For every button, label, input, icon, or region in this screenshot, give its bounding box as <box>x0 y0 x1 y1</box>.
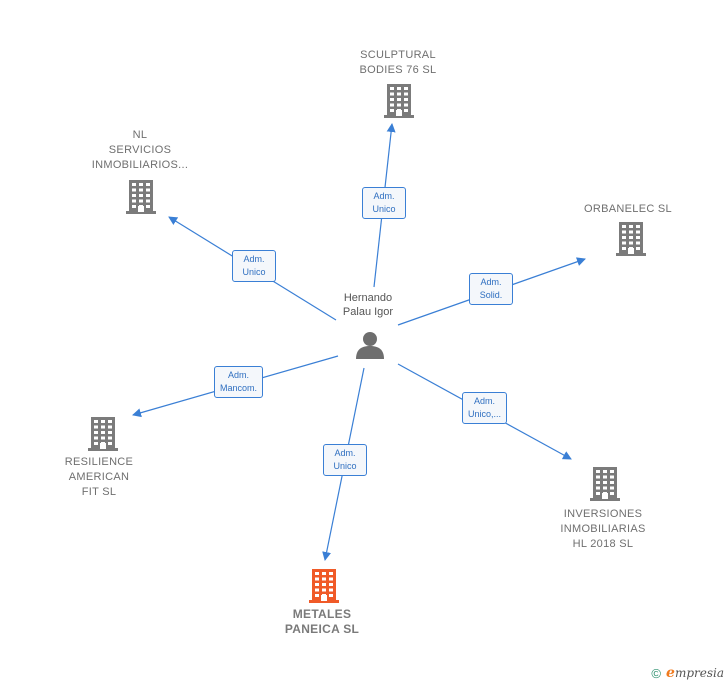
building-icon[interactable] <box>88 417 118 456</box>
relation-label-line: Adm. <box>228 370 250 380</box>
relation-label-line: Unico <box>372 204 396 214</box>
company-label-line: AMERICAN <box>68 471 130 483</box>
building-icon[interactable] <box>384 84 414 123</box>
company-label-line: METALES <box>292 607 352 621</box>
copyright-symbol: © <box>651 665 662 681</box>
relation-label-nl[interactable]: Adm. Unico <box>232 250 276 282</box>
company-label-line: ORBANELEC SL <box>584 203 672 215</box>
building-icon[interactable] <box>590 467 620 506</box>
relation-label-line: Unico <box>333 461 357 471</box>
relation-label-line: Adm. <box>474 396 496 406</box>
person-name[interactable]: Hernando Palau Igor <box>318 291 418 319</box>
building-icon[interactable] <box>126 180 156 219</box>
company-label-line: HL 2018 SL <box>572 538 634 550</box>
company-label-nl[interactable]: NL SERVICIOS INMOBILIARIOS... <box>65 128 215 173</box>
relation-label-resilience[interactable]: Adm. Mancom. <box>214 366 264 398</box>
company-label-orbanelec[interactable]: ORBANELEC SL <box>553 202 703 217</box>
company-label-line: FIT SL <box>81 486 117 498</box>
empresia-logo: empresia <box>666 665 724 681</box>
relation-label-line: Solid. <box>479 290 503 300</box>
footer-brand: © empresia <box>651 665 724 681</box>
building-icon[interactable] <box>616 222 646 261</box>
relation-label-sculptural[interactable]: Adm. Unico <box>362 187 406 219</box>
person-name-line: Palau Igor <box>342 306 394 318</box>
company-label-line: RESILIENCE <box>64 456 134 468</box>
company-label-line: BODIES 76 SL <box>359 64 437 76</box>
company-label-line: INMOBILIARIOS... <box>91 159 189 171</box>
relation-label-line: Adm. <box>373 191 395 201</box>
company-label-line: SERVICIOS <box>108 144 172 156</box>
company-label-line: NL <box>132 129 148 141</box>
relation-label-line: Adm. <box>480 277 502 287</box>
relation-label-line: Adm. <box>334 448 356 458</box>
relation-label-line: Adm. <box>243 254 265 264</box>
company-label-resilience[interactable]: RESILIENCE AMERICAN FIT SL <box>24 455 174 500</box>
relation-label-inversiones[interactable]: Adm. Unico,... <box>462 392 508 424</box>
relation-label-line: Mancom. <box>220 383 258 393</box>
relation-label-orbanelec[interactable]: Adm. Solid. <box>469 273 513 305</box>
company-label-line: PANEICA SL <box>284 622 360 636</box>
company-label-line: INVERSIONES <box>563 508 643 520</box>
company-label-line: INMOBILIARIAS <box>560 523 646 535</box>
person-icon[interactable] <box>355 330 385 360</box>
company-label-sculptural[interactable]: SCULPTURAL BODIES 76 SL <box>323 48 473 78</box>
company-label-inversiones[interactable]: INVERSIONES INMOBILIARIAS HL 2018 SL <box>528 507 678 552</box>
person-name-line: Hernando <box>343 292 393 304</box>
relation-label-metales[interactable]: Adm. Unico <box>323 444 367 476</box>
company-label-line: SCULPTURAL <box>360 49 436 61</box>
relation-label-line: Unico <box>242 267 266 277</box>
relation-label-line: Unico,... <box>468 409 502 419</box>
building-icon[interactable] <box>309 569 339 608</box>
